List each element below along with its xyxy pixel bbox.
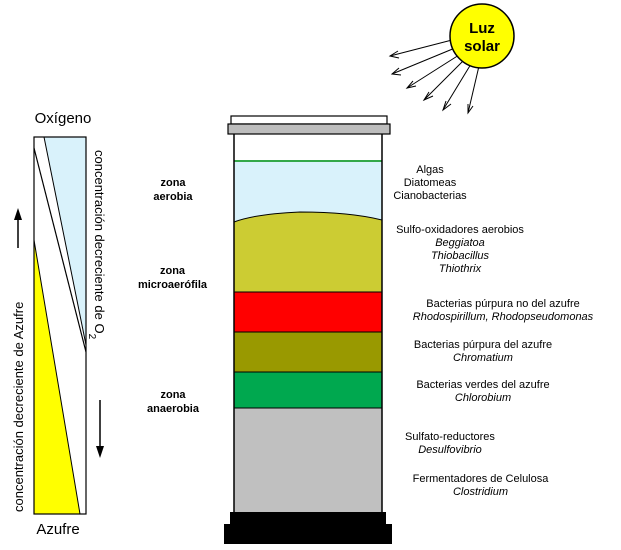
organisms-algae: Algas Diatomeas Cianobacterias	[380, 164, 480, 203]
sun-graphic	[388, 3, 515, 115]
organisms-green-sulfur: Bacterias verdes del azufre Chlorobium	[393, 379, 573, 405]
organisms-sulfate-reducers-title: Sulfato-reductores	[405, 431, 495, 443]
zone-aerobic-line1: zona	[160, 177, 186, 189]
organisms-purple-sulfur: Bacterias púrpura del azufre Chromatium	[393, 339, 573, 365]
organisms-chromatium: Chromatium	[453, 352, 513, 364]
zone-label-aerobic: zona aerobia	[133, 176, 213, 204]
layer-purple-nonsulfur	[234, 292, 382, 332]
layer-green-sulfur	[234, 372, 382, 408]
zone-anaerobic-line1: zona	[160, 389, 186, 401]
column-base	[224, 524, 392, 544]
organisms-algae-line3: Cianobacterias	[393, 190, 467, 202]
oxygen-title: Oxígeno	[34, 110, 92, 127]
organisms-purple-sulfur-title: Bacterias púrpura del azufre	[413, 339, 553, 351]
organisms-rhodospirillum: Rhodospirillum, Rhodopseudomonas	[412, 311, 594, 323]
organisms-sulfate-reducers: Sulfato-reductores Desulfovibrio	[385, 431, 515, 457]
layer-sulfur-oxidizers	[234, 212, 382, 292]
organisms-algae-line1: Algas	[416, 164, 444, 176]
zone-label-anaerobic: zona anaerobia	[130, 388, 216, 416]
sun-label-line1: Luz	[469, 20, 495, 37]
oxygen-gradient-text: concentración decreciente de O2	[87, 150, 108, 340]
gradient-divider	[33, 147, 87, 353]
organisms-chlorobium: Chlorobium	[454, 392, 512, 404]
organisms-desulfovibrio: Desulfovibrio	[418, 444, 482, 456]
column-base-top	[230, 512, 386, 526]
organisms-purple-nonsulfur-title: Bacterias púrpura no del azufre	[426, 298, 580, 310]
organisms-thiothrix: Thiothrix	[438, 263, 482, 275]
organisms-purple-nonsulfur: Bacterias púrpura no del azufre Rhodospi…	[393, 298, 613, 324]
oxygen-arrow	[96, 400, 104, 458]
organisms-beggiatoa: Beggiatoa	[435, 237, 485, 249]
organisms-sulfur-oxidizers: Sulfo-oxidadores aerobios Beggiatoa Thio…	[385, 224, 535, 276]
organisms-clostridium: Clostridium	[452, 486, 508, 498]
gradient-frame	[33, 136, 87, 515]
sulfur-arrow	[14, 208, 22, 248]
organisms-algae-line2: Diatomeas	[403, 177, 457, 189]
zone-microaerophilic-line1: zona	[159, 265, 186, 277]
organisms-green-sulfur-title: Bacterias verdes del azufre	[416, 379, 550, 391]
zone-label-microaerophilic: zona microaerófila	[120, 264, 225, 292]
sun-label-line2: solar	[464, 38, 500, 55]
column-lid-top	[230, 115, 388, 125]
organisms-sulfur-oxidizers-title: Sulfo-oxidadores aerobios	[396, 224, 524, 236]
layer-sediment	[234, 408, 382, 526]
sun-label: Luz solar	[452, 20, 512, 56]
zone-microaerophilic-line2: microaerófila	[137, 279, 208, 291]
organisms-thiobacillus: Thiobacillus	[430, 250, 490, 262]
organisms-cellulose-fermenters: Fermentadores de Celulosa Clostridium	[393, 473, 568, 499]
layer-purple-sulfur	[234, 332, 382, 372]
column-lid	[227, 123, 391, 135]
sun-disc	[449, 3, 515, 69]
sunlight-rays	[388, 39, 480, 115]
algae-mat	[234, 160, 382, 162]
zone-aerobic-line2: aerobia	[153, 191, 193, 203]
organisms-cellulose-fermenters-title: Fermentadores de Celulosa	[412, 473, 549, 485]
sulfur-title: Azufre	[36, 521, 80, 538]
sulfur-gradient-text: concentración decreciente de Azufre	[11, 302, 26, 512]
zone-anaerobic-line2: anaerobia	[147, 403, 199, 415]
